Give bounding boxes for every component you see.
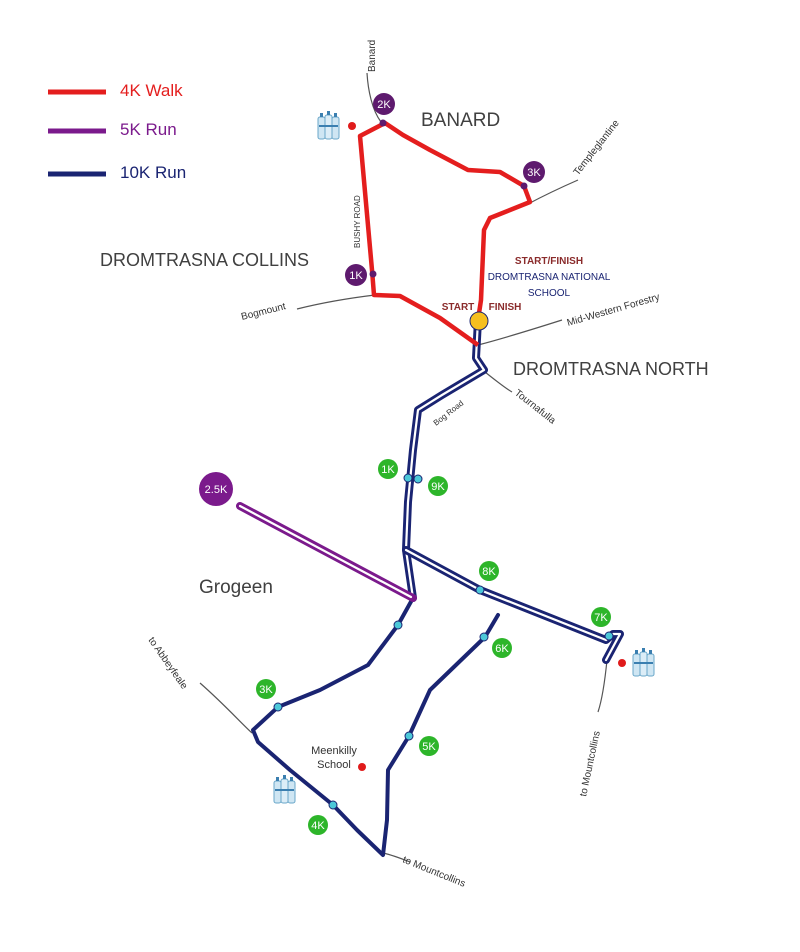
water-bottles-icon — [632, 647, 655, 677]
legend: 4K Walk 5K Run 10K Run — [48, 81, 186, 182]
legend-5k-label: 5K Run — [120, 120, 177, 139]
route-4k-walk — [357, 120, 533, 347]
marker-walk-3k: 3K — [527, 167, 541, 179]
road-banard — [366, 72, 382, 123]
marker-10k-8k: 8K — [482, 566, 496, 578]
route-5k — [236, 502, 417, 602]
school-name-line2: SCHOOL — [528, 288, 571, 299]
school-name-line1: DROMTRASNA NATIONAL — [488, 272, 611, 283]
side-roads — [199, 72, 608, 863]
run5k-marker: 2.5K — [199, 472, 233, 506]
road-label-mid-western: Mid-Western Forestry — [566, 292, 661, 329]
place-names: BANARD DROMTRASNA COLLINS DROMTRASNA NOR… — [100, 110, 709, 598]
road-label-templeglantine: Templeglantine — [572, 118, 622, 178]
water-stations — [273, 110, 655, 804]
walk-markers: 2K 3K 1K — [345, 93, 545, 286]
marker-10k-3k: 3K — [259, 684, 273, 696]
marker-5k-2-5k: 2.5K — [205, 484, 228, 496]
run10k-markers: 1K 9K 8K 7K 6K 3K 5K 4K — [256, 459, 611, 835]
meenkilly-line1: Meenkilly — [311, 745, 357, 757]
road-label-to-mountcollins-south: to Mountcollins — [401, 855, 467, 890]
start-finish-dot — [469, 311, 489, 331]
road-label-to-mountcollins-east: to Mountcollins — [578, 730, 603, 798]
checkpoints — [273, 473, 614, 810]
road-bogmount — [296, 294, 376, 310]
road-labels: Banard Templeglantine BUSHY ROAD Bogmoun… — [146, 40, 662, 890]
road-tournafulla — [484, 371, 513, 393]
road-mid-western — [477, 319, 563, 346]
road-label-bogmount: Bogmount — [240, 301, 287, 323]
water-dot — [348, 122, 356, 130]
start-label: START — [442, 302, 475, 313]
legend-walk-label: 4K Walk — [120, 81, 183, 100]
marker-10k-5k: 5K — [422, 741, 436, 753]
marker-walk-1k: 1K — [349, 270, 363, 282]
water-bottles-icon — [273, 774, 296, 804]
legend-10k-label: 10K Run — [120, 163, 186, 182]
road-label-banard: Banard — [367, 40, 378, 72]
road-mountcollins-east — [597, 659, 608, 713]
water-bottles-icon — [317, 110, 340, 140]
place-dromtrasna-collins: DROMTRASNA COLLINS — [100, 250, 309, 270]
meenkilly-school-dot — [358, 763, 366, 771]
meenkilly-line2: School — [317, 759, 351, 771]
place-dromtrasna-north: DROMTRASNA NORTH — [513, 359, 709, 379]
water-dot — [618, 659, 626, 667]
route-10k — [251, 316, 624, 857]
road-label-to-abbeyfeale: to Abbeyfeale — [146, 635, 190, 691]
walk-checkpoints — [369, 119, 528, 278]
place-grogeen: Grogeen — [199, 577, 273, 598]
marker-10k-1k: 1K — [381, 464, 395, 476]
road-templeglantine — [527, 179, 579, 205]
finish-label: FINISH — [489, 302, 522, 313]
start-finish-title: START/FINISH — [515, 256, 583, 267]
meenkilly-school-label: Meenkilly School — [311, 745, 357, 771]
road-label-bushy-road: BUSHY ROAD — [353, 195, 362, 248]
marker-walk-2k: 2K — [377, 99, 391, 111]
start-finish-labels: START/FINISH DROMTRASNA NATIONAL SCHOOL … — [442, 256, 611, 313]
marker-10k-9k: 9K — [431, 481, 445, 493]
marker-10k-6k: 6K — [495, 643, 509, 655]
place-banard: BANARD — [421, 110, 500, 131]
road-label-tournafulla: Tournafulla — [512, 388, 558, 427]
marker-10k-7k: 7K — [594, 612, 608, 624]
road-mountcollins-south — [382, 852, 411, 863]
marker-10k-4k: 4K — [311, 820, 325, 832]
road-abbeyfeale — [199, 682, 253, 734]
